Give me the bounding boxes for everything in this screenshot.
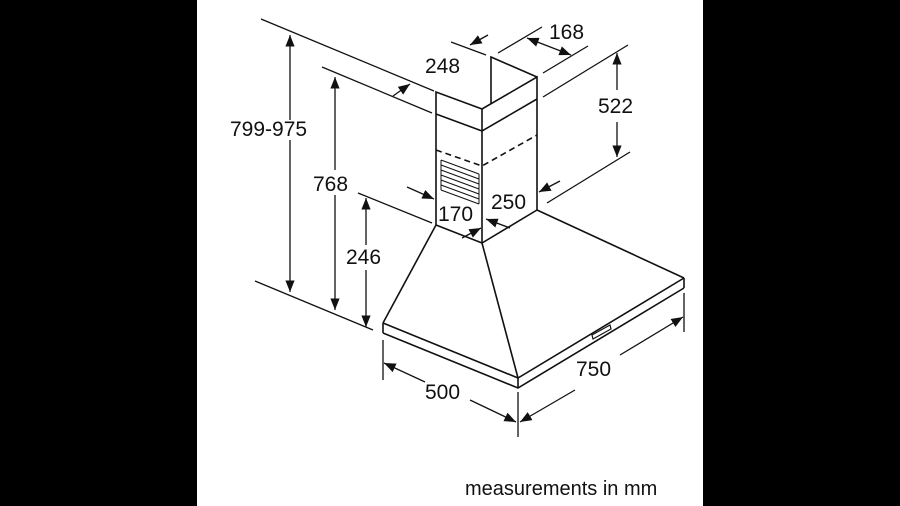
label-hood-width: 750 — [576, 358, 611, 381]
chimney — [435, 55, 538, 244]
label-chimney-width: 248 — [425, 55, 460, 78]
caption: measurements in mm — [465, 478, 658, 500]
label-duct-width: 250 — [491, 191, 526, 214]
label-duct-depth: 170 — [438, 203, 473, 226]
label-hood-height: 246 — [346, 246, 381, 269]
dimension-lines — [254, 18, 685, 437]
label-total-height: 799-975 — [230, 118, 307, 141]
dimension-labels: 799-975 768 246 248 168 522 170 250 500 … — [230, 21, 633, 404]
vent-grille — [440, 159, 480, 205]
paper — [197, 0, 703, 506]
label-768: 768 — [313, 173, 348, 196]
label-chimney-upper: 522 — [598, 95, 633, 118]
label-chimney-depth: 168 — [549, 21, 584, 44]
control-panel — [591, 324, 612, 340]
label-hood-depth: 500 — [425, 381, 460, 404]
hood-canopy — [382, 209, 685, 389]
